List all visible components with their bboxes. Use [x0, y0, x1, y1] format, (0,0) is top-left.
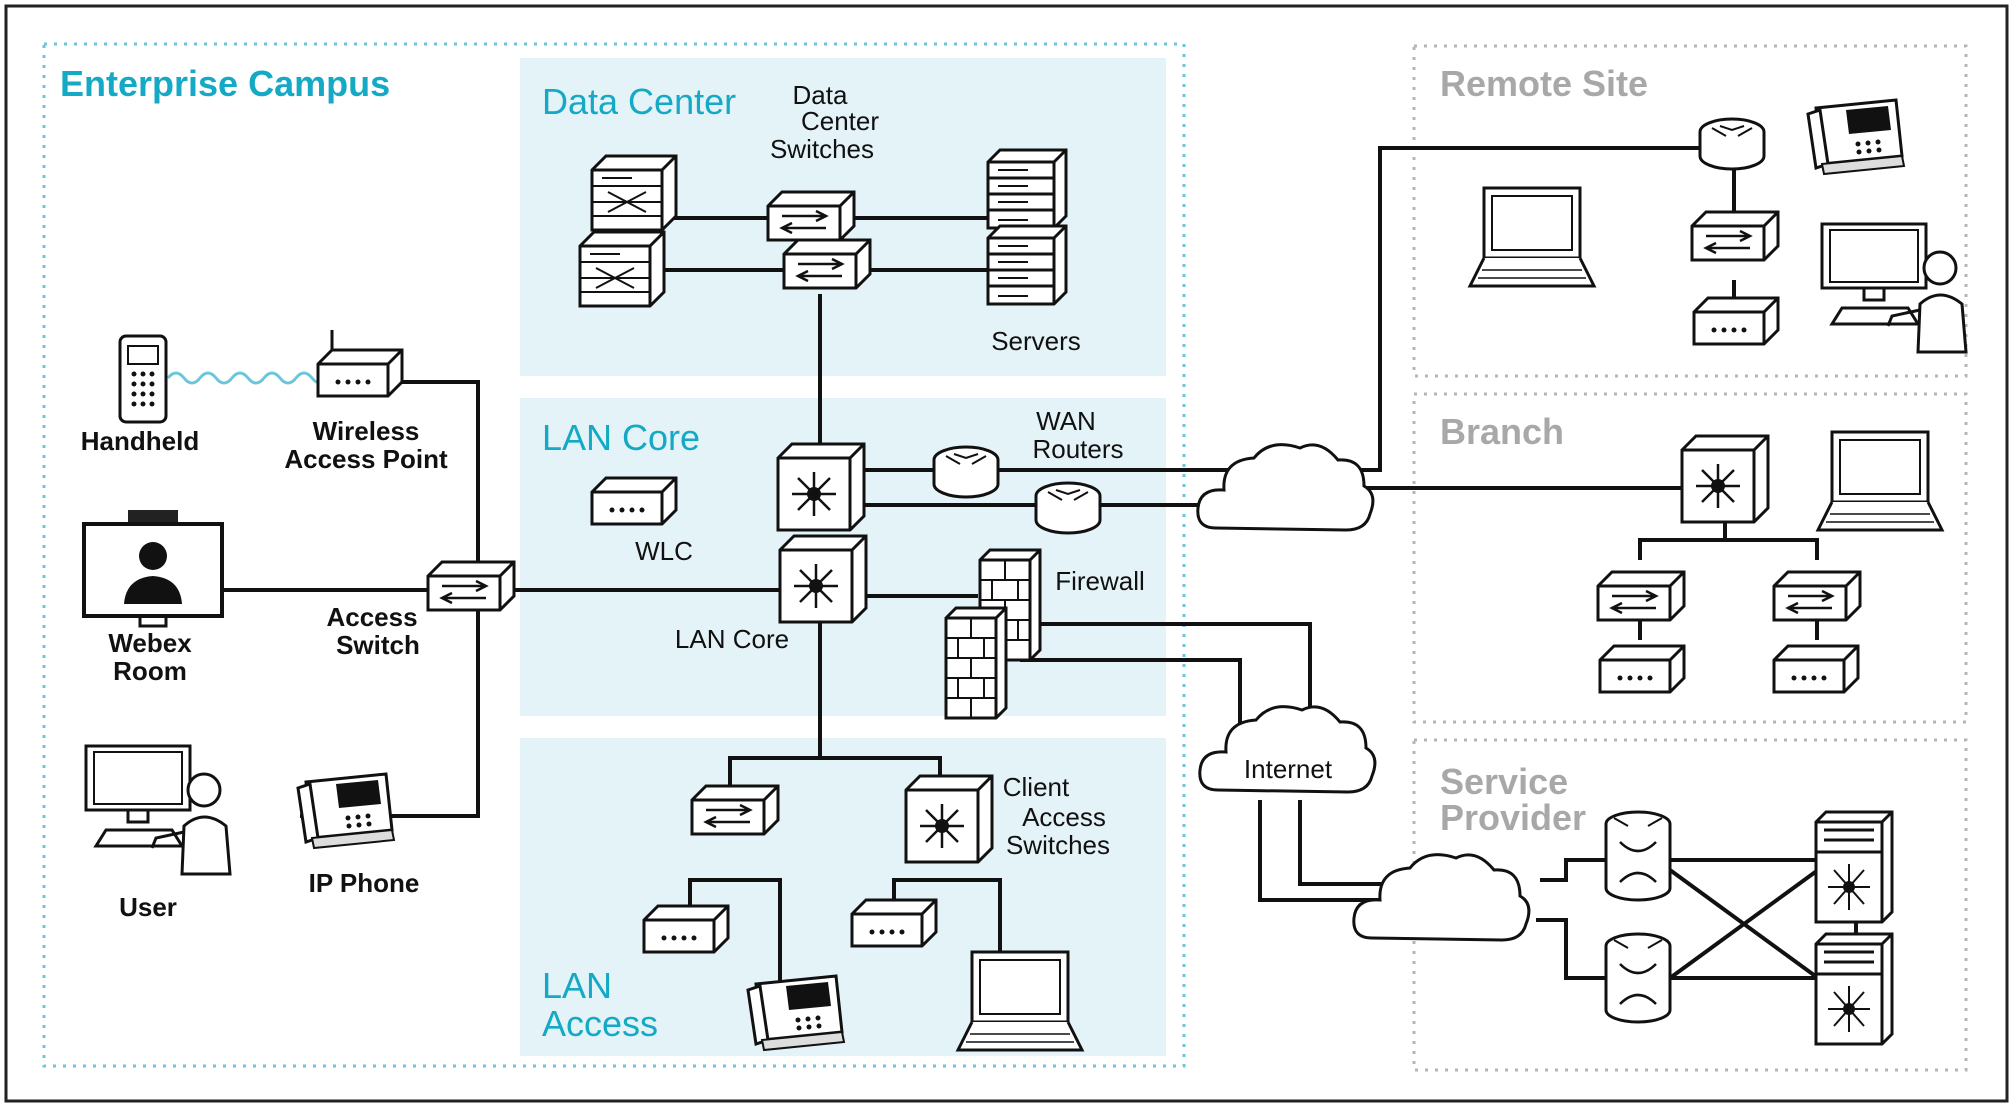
- ip-phone-label: IP Phone: [309, 868, 420, 898]
- client-access-label-line1: Client: [1003, 772, 1070, 802]
- firewall-label: Firewall: [1055, 566, 1145, 596]
- dc-chassis-switch-icon[interactable]: [578, 230, 666, 308]
- wan-router-icon[interactable]: [1034, 481, 1102, 535]
- sp-switch-icon[interactable]: [1814, 932, 1894, 1046]
- dc-switches-label-line3: Switches: [770, 134, 874, 164]
- wlc-label: WLC: [635, 536, 693, 566]
- client-access-label-line2: Access: [1022, 802, 1106, 832]
- wan-routers-label-line2: Routers: [1032, 434, 1123, 464]
- remote-switch-icon[interactable]: [1690, 210, 1780, 262]
- wap-label-line1: Wireless: [313, 416, 420, 446]
- dc-chassis-switch-icon[interactable]: [590, 154, 678, 232]
- firewall-icon[interactable]: [944, 606, 1008, 720]
- remote-ip-phone-icon[interactable]: [1806, 98, 1906, 176]
- sp-router-icon[interactable]: [1604, 810, 1672, 902]
- branch-endpoint-icon[interactable]: [1598, 644, 1686, 694]
- remote-router-icon[interactable]: [1698, 117, 1766, 171]
- internet-label: Internet: [1244, 754, 1333, 784]
- branch-endpoint-icon[interactable]: [1772, 644, 1860, 694]
- access-switch-label-line1: Access: [326, 602, 417, 632]
- campus-ip-phone-icon[interactable]: [296, 772, 396, 850]
- client-access-label-line3: Switches: [1006, 830, 1110, 860]
- links: [200, 146, 1858, 1010]
- service-provider-title-line2: Provider: [1440, 797, 1586, 838]
- wireless-access-point-icon[interactable]: [316, 330, 404, 398]
- servers-label: Servers: [991, 326, 1081, 356]
- enterprise-campus-zone: [42, 42, 1186, 1068]
- wap-label-line2: Access Point: [284, 444, 448, 474]
- data-center-title: Data Center: [542, 81, 736, 122]
- handheld-icon[interactable]: [118, 334, 168, 424]
- access-switch-label-line2: Switch: [336, 630, 420, 660]
- client-access-switch-icon[interactable]: [690, 784, 780, 836]
- handheld-label: Handheld: [81, 426, 199, 456]
- webex-room-icon[interactable]: [82, 510, 224, 628]
- wireless-link: [166, 371, 346, 385]
- user-label: User: [119, 892, 177, 922]
- access-endpoint-icon[interactable]: [850, 898, 938, 948]
- wan-routers-label-line1: WAN: [1036, 406, 1096, 436]
- access-endpoint-icon[interactable]: [642, 904, 730, 954]
- client-access-multilayer-switch-icon[interactable]: [904, 774, 994, 864]
- lan-core-title: LAN Core: [542, 417, 700, 458]
- dc-switch-icon[interactable]: [766, 190, 856, 242]
- dc-switches-label-line2: Center: [801, 106, 879, 136]
- laptop-icon[interactable]: [956, 950, 1084, 1052]
- access-switch-icon[interactable]: [426, 560, 516, 612]
- branch-switch-icon[interactable]: [1596, 570, 1686, 622]
- branch-title: Branch: [1440, 411, 1564, 452]
- lan-core-switch-icon[interactable]: [778, 534, 868, 624]
- branch-switch-icon[interactable]: [1772, 570, 1862, 622]
- server-icon[interactable]: [986, 148, 1068, 230]
- service-provider-title-line1: Service: [1440, 761, 1568, 802]
- wan-router-icon[interactable]: [932, 445, 1000, 499]
- remote-site-title: Remote Site: [1440, 63, 1648, 104]
- remote-endpoint-icon[interactable]: [1692, 296, 1780, 346]
- lan-access-title-line2: Access: [542, 1003, 658, 1044]
- webex-label-line1: Webex: [108, 628, 192, 658]
- lan-access-title-line1: LAN: [542, 965, 612, 1006]
- server-icon[interactable]: [986, 224, 1068, 306]
- dc-switch-icon[interactable]: [782, 238, 872, 290]
- wlc-icon[interactable]: [590, 476, 678, 526]
- webex-label-line2: Room: [113, 656, 187, 686]
- sp-switch-icon[interactable]: [1814, 810, 1894, 924]
- lan-core-switch-icon[interactable]: [776, 442, 866, 532]
- sp-router-icon[interactable]: [1604, 932, 1672, 1024]
- branch-laptop-icon[interactable]: [1816, 430, 1944, 532]
- remote-laptop-icon[interactable]: [1468, 186, 1596, 288]
- dc-switches-label-line1: Data: [793, 80, 848, 110]
- ip-phone-icon[interactable]: [746, 974, 846, 1052]
- branch-multilayer-switch-icon[interactable]: [1680, 434, 1770, 524]
- lan-core-device-label: LAN Core: [675, 624, 789, 654]
- enterprise-campus-title: Enterprise Campus: [60, 63, 390, 104]
